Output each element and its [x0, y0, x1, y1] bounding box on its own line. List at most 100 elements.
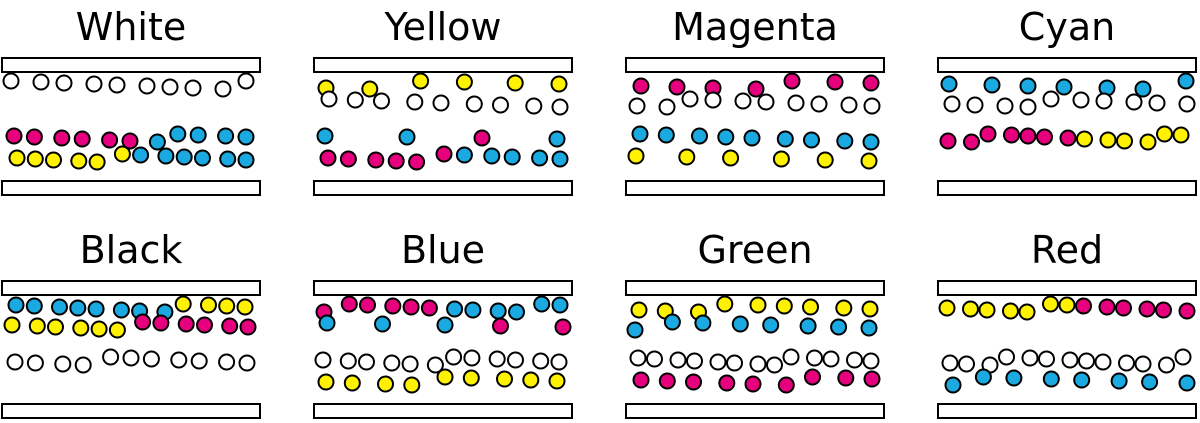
- particle-yellow: [361, 80, 379, 98]
- particle-yellow: [749, 296, 767, 314]
- particle-white: [941, 354, 959, 372]
- particle-yellow: [1099, 131, 1117, 149]
- particle-white: [966, 96, 984, 114]
- particle-magenta: [1003, 126, 1020, 144]
- particle-white: [1134, 355, 1152, 373]
- particle-cyan: [436, 316, 454, 334]
- panel-label-magenta: Magenta: [672, 5, 838, 49]
- particle-white: [463, 349, 481, 367]
- particle-white: [525, 97, 543, 115]
- particle-white: [734, 92, 752, 110]
- particle-yellow: [45, 151, 62, 169]
- particle-white: [1038, 350, 1055, 368]
- particle-magenta: [121, 132, 139, 150]
- particle-yellow: [550, 75, 568, 93]
- particle-cyan: [1141, 373, 1159, 391]
- particle-yellow: [174, 295, 192, 313]
- particle-yellow: [978, 301, 996, 319]
- particle-magenta: [632, 371, 650, 389]
- particle-yellow: [678, 148, 696, 166]
- particle-yellow: [1139, 133, 1157, 151]
- particle-magenta: [408, 153, 426, 171]
- particle-white: [782, 348, 800, 366]
- particle-white: [1174, 348, 1192, 366]
- particle-cyan: [1019, 77, 1037, 95]
- particle-yellow: [1042, 295, 1059, 313]
- particle-white: [1072, 91, 1090, 109]
- particle-yellow: [3, 316, 21, 334]
- panel-label-cyan: Cyan: [1018, 5, 1116, 49]
- electrode-top-black: [1, 280, 261, 296]
- particle-white: [628, 97, 646, 115]
- particle-white: [184, 79, 202, 97]
- electrode-bottom-red: [937, 403, 1197, 419]
- particle-cyan: [237, 151, 255, 169]
- particle-cyan: [974, 368, 992, 386]
- particle-yellow: [108, 321, 126, 339]
- particle-magenta: [239, 318, 257, 336]
- particle-white: [54, 355, 72, 373]
- particle-white: [806, 349, 823, 367]
- particle-yellow: [200, 296, 217, 314]
- particle-cyan: [731, 315, 749, 333]
- panel-label-green: Green: [697, 228, 813, 272]
- particle-magenta: [152, 314, 170, 332]
- particle-magenta: [387, 152, 405, 170]
- panel-label-blue: Blue: [400, 228, 486, 272]
- particle-white: [1178, 95, 1196, 113]
- particle-white: [138, 77, 156, 95]
- particle-yellow: [88, 153, 106, 171]
- particle-cyan: [217, 127, 235, 145]
- particle-white: [26, 354, 44, 372]
- particle-magenta: [747, 80, 765, 98]
- particle-cyan: [862, 133, 880, 151]
- particle-cyan: [830, 318, 848, 336]
- particle-cyan: [548, 130, 566, 148]
- particle-white: [346, 91, 364, 109]
- particle-magenta: [101, 131, 119, 149]
- electrode-top-white: [1, 57, 261, 73]
- electrode-top-yellow: [313, 57, 573, 73]
- electrode-bottom-black: [1, 403, 261, 419]
- particle-yellow: [1076, 130, 1093, 148]
- electrode-top-green: [625, 280, 885, 296]
- particle-magenta: [837, 369, 855, 387]
- particle-yellow: [403, 376, 421, 394]
- particle-white: [507, 351, 524, 369]
- particle-magenta: [963, 133, 980, 151]
- electrode-bottom-white: [1, 180, 261, 196]
- particle-yellow: [816, 151, 834, 169]
- particle-magenta: [863, 370, 881, 388]
- particle-magenta: [5, 127, 23, 145]
- particle-white: [314, 351, 332, 369]
- particle-cyan: [944, 376, 962, 394]
- particle-yellow: [1058, 296, 1076, 314]
- particle-yellow: [8, 149, 26, 167]
- particle-magenta: [420, 299, 438, 317]
- particle-white: [320, 90, 338, 108]
- particle-cyan: [112, 301, 130, 319]
- particle-cyan: [691, 127, 708, 145]
- particle-magenta: [134, 313, 152, 331]
- particle-magenta: [862, 74, 880, 92]
- particle-white: [810, 95, 828, 113]
- particle-white: [406, 93, 424, 111]
- particle-white: [214, 80, 232, 98]
- particle-magenta: [196, 316, 213, 334]
- particle-yellow: [90, 320, 108, 338]
- particle-white: [766, 356, 783, 374]
- particle-cyan: [398, 128, 416, 146]
- particle-magenta: [1138, 300, 1156, 318]
- particle-cyan: [219, 150, 237, 168]
- particle-cyan: [1134, 80, 1152, 98]
- particle-white: [863, 97, 881, 115]
- particle-white: [55, 74, 73, 92]
- particle-cyan: [87, 300, 105, 318]
- particle-yellow: [462, 369, 480, 387]
- particle-yellow: [1116, 132, 1133, 150]
- particle-magenta: [1098, 298, 1116, 316]
- particle-cyan: [489, 302, 507, 320]
- particle-magenta: [473, 129, 491, 147]
- particle-white: [749, 355, 767, 373]
